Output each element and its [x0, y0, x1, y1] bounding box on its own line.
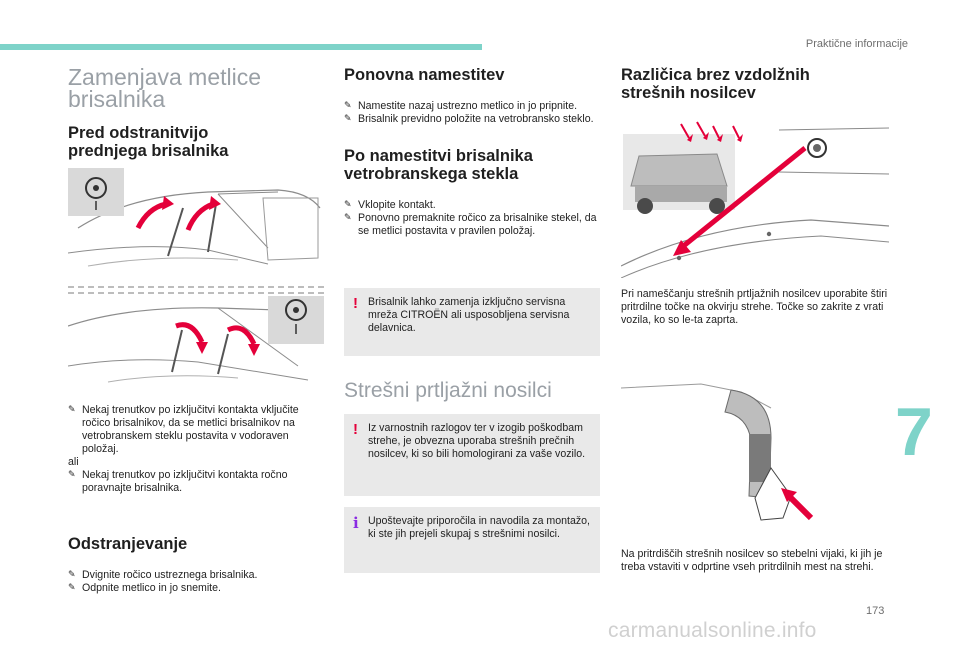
roof-para-1-wrap: Pri nameščanju strešnih prtljažnih nosil…	[621, 288, 889, 327]
before-removal-step-1: ✎Nekaj trenutkov po izključitvi kontakta…	[68, 404, 299, 455]
reinstall-step: ✎Namestite nazaj ustrezno metlico in jo …	[344, 100, 578, 112]
removal-step: ✎Dvignite ročico ustreznega brisalnika.	[68, 569, 258, 581]
bullet-icon: ✎	[68, 405, 76, 415]
page-title-line2: brisalnika	[68, 86, 166, 112]
bullet-icon: ✎	[344, 101, 352, 111]
after-install-step: ✎Ponovno premaknite ročico za brisalnike…	[344, 212, 597, 237]
after-install-step: ✎Vklopite kontakt.	[344, 199, 436, 211]
removal-section: Odstranjevanje ✎Dvignite ročico ustrezne…	[68, 535, 324, 595]
column-reinstall: Ponovna namestitev ✎Namestite nazaj ustr…	[344, 66, 600, 238]
roof-racks-heading: Strešni prtljažni nosilci	[344, 379, 552, 402]
page-title-line1: Zamenjava metlice	[68, 64, 262, 90]
reinstall-step: ✎Brisalnik previdno položite na vetrobra…	[344, 113, 594, 125]
reinstall-heading: Ponovna namestitev	[344, 66, 505, 84]
info-icon: i	[353, 514, 359, 532]
roof-para-2-wrap: Na pritrdiščih strešnih nosilcev so steb…	[621, 548, 889, 574]
page-number: 173	[866, 605, 885, 617]
roof-racks-heading-wrap: Strešni prtljažni nosilci	[344, 380, 600, 402]
top-accent-bar	[0, 44, 482, 50]
before-removal-steps: ✎Nekaj trenutkov po izključitvi kontakta…	[68, 404, 324, 495]
bullet-icon: ✎	[68, 570, 76, 580]
before-removal-heading-line1: Pred odstranitvijo	[68, 124, 209, 142]
before-removal-heading-line2: prednjega brisalnika	[68, 142, 229, 160]
warning-icon: !	[353, 421, 358, 438]
divider-dashed-2	[68, 292, 324, 294]
after-install-heading-line2: vetrobranskega stekla	[344, 165, 519, 183]
chapter-number: 7	[895, 394, 933, 470]
bullet-icon: ✎	[68, 470, 76, 480]
warning-note-roof-text: Iz varnostnih razlogov ter v izogib pošk…	[368, 422, 586, 460]
roof-mount-paragraph: Pri nameščanju strešnih prtljažnih nosil…	[621, 288, 888, 326]
roof-version-heading: Različica brez vzdolžnih strešnih nosilc…	[621, 66, 889, 102]
info-note-text: Upoštevajte priporočila in navodila za m…	[368, 515, 591, 540]
section-header: Praktične informacije	[805, 38, 908, 50]
roof-bolts-paragraph: Na pritrdiščih strešnih nosilcev so steb…	[621, 548, 883, 573]
before-removal-step-2: ✎Nekaj trenutkov po izključitvi kontakta…	[68, 469, 288, 494]
wiper-illustration-top	[67, 168, 324, 280]
removal-heading: Odstranjevanje	[68, 535, 188, 553]
roof-mount-illustration	[620, 116, 890, 279]
removal-step: ✎Odpnite metlico in jo snemite.	[68, 582, 221, 594]
roof-version-heading-line2: strešnih nosilcev	[621, 84, 756, 102]
after-install-heading: Po namestitvi brisalnika vetrobranskega …	[344, 147, 600, 183]
or-label: ali	[68, 456, 79, 468]
divider-dashed-1	[68, 286, 324, 288]
before-removal-heading: Pred odstranitvijo prednjega brisalnika	[68, 124, 324, 160]
page-title: Zamenjava metlice brisalnika	[68, 64, 324, 112]
warning-note-roof: ! Iz varnostnih razlogov ter v izogib po…	[344, 414, 600, 496]
column-wiper: Zamenjava metlice brisalnika Pred odstra…	[68, 64, 324, 161]
bullet-icon: ✎	[344, 213, 352, 223]
bullet-icon: ✎	[68, 583, 76, 593]
warning-note-text: Brisalnik lahko zamenja izključno servis…	[368, 296, 570, 334]
info-note-install: i Upoštevajte priporočila in navodila za…	[344, 507, 600, 573]
bullet-icon: ✎	[344, 114, 352, 124]
roof-bar-illustration	[620, 378, 821, 540]
lower-arrow-right	[226, 325, 257, 346]
column-roof-version: Različica brez vzdolžnih strešnih nosilc…	[621, 66, 889, 102]
lower-arrow-left	[175, 322, 205, 344]
warning-icon: !	[353, 295, 358, 312]
warning-note-service: ! Brisalnik lahko zamenja izključno serv…	[344, 288, 600, 356]
roof-version-heading-line1: Različica brez vzdolžnih	[621, 66, 810, 84]
watermark: carmanualsonline.info	[608, 619, 817, 642]
wiper-illustration-bottom	[67, 296, 324, 398]
bullet-icon: ✎	[344, 200, 352, 210]
after-install-heading-line1: Po namestitvi brisalnika	[344, 147, 533, 165]
